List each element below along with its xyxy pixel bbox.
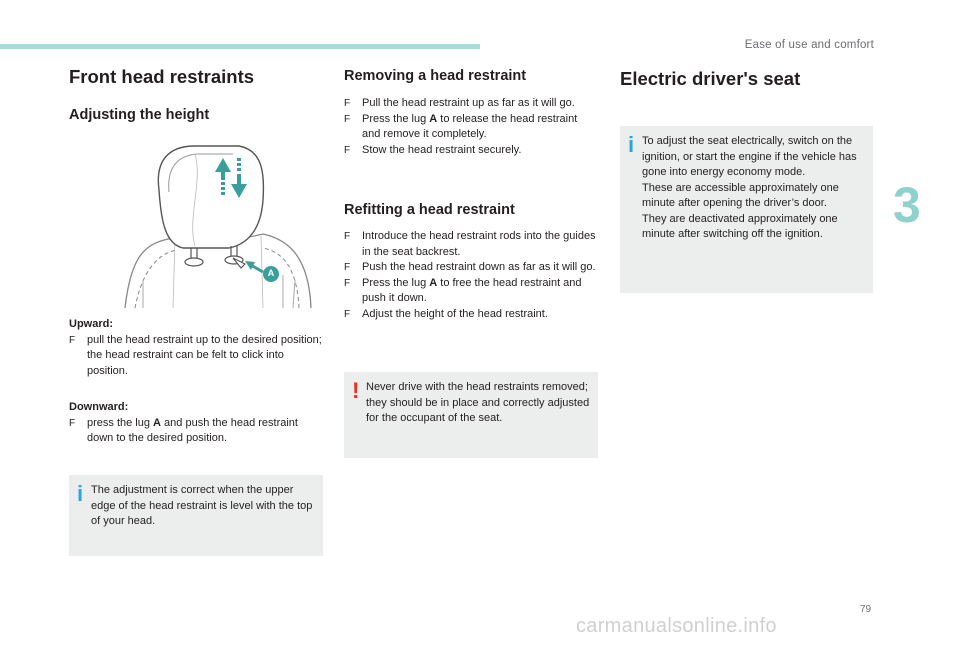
item-text: Adjust the height of the head restraint. (362, 307, 548, 320)
title-removing: Removing a head restraint (344, 68, 527, 84)
item-text: Press the lug (362, 112, 430, 125)
info-note-text: To adjust the seat electrically, switch … (642, 135, 857, 240)
list-item: F Pull the head restraint up as far as i… (344, 96, 598, 112)
list-item: F Adjust the height of the head restrain… (344, 307, 598, 323)
watermark: carmanualsonline.info (576, 615, 777, 637)
upward-instructions: Upward: F pull the head restraint up to … (69, 317, 323, 379)
downward-label: Downward: (69, 401, 129, 413)
item-text: and push the head restraint down to the … (87, 416, 298, 445)
page-number: 79 (860, 604, 872, 615)
bullet-icon: F (344, 113, 351, 125)
title-electric-seat: Electric driver's seat (620, 68, 801, 89)
info-icon: i (77, 481, 84, 506)
removing-list: F Pull the head restraint up as far as i… (344, 96, 598, 158)
item-text: Pull the head restraint up as far as it … (362, 97, 575, 109)
bullet-icon: F (344, 231, 351, 242)
list-item: F Push the head restraint down as far as… (344, 260, 598, 276)
subtitle-adjusting-height: Adjusting the height (69, 107, 210, 123)
item-text: Press the lug (362, 276, 430, 289)
lug-reference: A (429, 112, 438, 125)
title-refitting: Refitting a head restraint (344, 202, 515, 218)
list-item: F Press the lug A to release the head re… (344, 112, 598, 143)
info-icon: i (628, 132, 635, 157)
upward-label: Upward: (69, 318, 113, 330)
info-note-text: The adjustment is correct when the upper… (91, 484, 313, 527)
bullet-icon: F (69, 417, 76, 429)
bullet-icon: F (344, 144, 351, 156)
item-text: to free the head restraint and push it d… (362, 276, 582, 305)
item-text: Introduce the head restraint rods into t… (362, 230, 596, 258)
lug-reference: A (153, 416, 161, 429)
list-item: F press the lug A and push the head rest… (69, 416, 323, 447)
downward-instructions: Downward: F press the lug A and push the… (69, 400, 323, 447)
info-note-adjustment: i The adjustment is correct when the upp… (69, 475, 323, 556)
item-text: Stow the head restraint securely. (362, 143, 522, 156)
list-item: F Stow the head restraint securely. (344, 143, 598, 159)
item-text: press the lug (87, 416, 154, 429)
header-accent-bar (0, 44, 480, 49)
bullet-icon: F (344, 262, 351, 273)
bullet-icon: F (344, 98, 351, 109)
list-item: F pull the head restraint up to the desi… (69, 333, 323, 380)
refitting-list: F Introduce the head restraint rods into… (344, 229, 598, 322)
warning-icon: ! (352, 378, 360, 403)
item-text: Push the head restraint down as far as i… (362, 261, 596, 273)
upward-item-text: pull the head restraint up to the desire… (87, 333, 322, 377)
list-item: F Press the lug A to free the head restr… (344, 276, 598, 307)
lug-reference: A (429, 276, 438, 289)
chapter-number: 3 (893, 177, 921, 233)
bullet-icon: F (69, 334, 76, 346)
warning-note-text: Never drive with the head restraints rem… (366, 381, 590, 424)
list-item: F Introduce the head restraint rods into… (344, 229, 598, 260)
head-restraint-illustration (124, 145, 312, 309)
item-text: to release the head restraint and remove… (362, 112, 578, 141)
bullet-icon: F (344, 277, 351, 289)
info-note-electric-seat: i To adjust the seat electrically, switc… (620, 126, 873, 293)
bullet-icon: F (344, 308, 351, 320)
section-header: Ease of use and comfort (744, 39, 874, 51)
lug-a-marker: A (267, 268, 275, 278)
warning-note: ! Never drive with the head restraints r… (344, 372, 598, 458)
title-front-head-restraints: Front head restraints (69, 66, 255, 87)
